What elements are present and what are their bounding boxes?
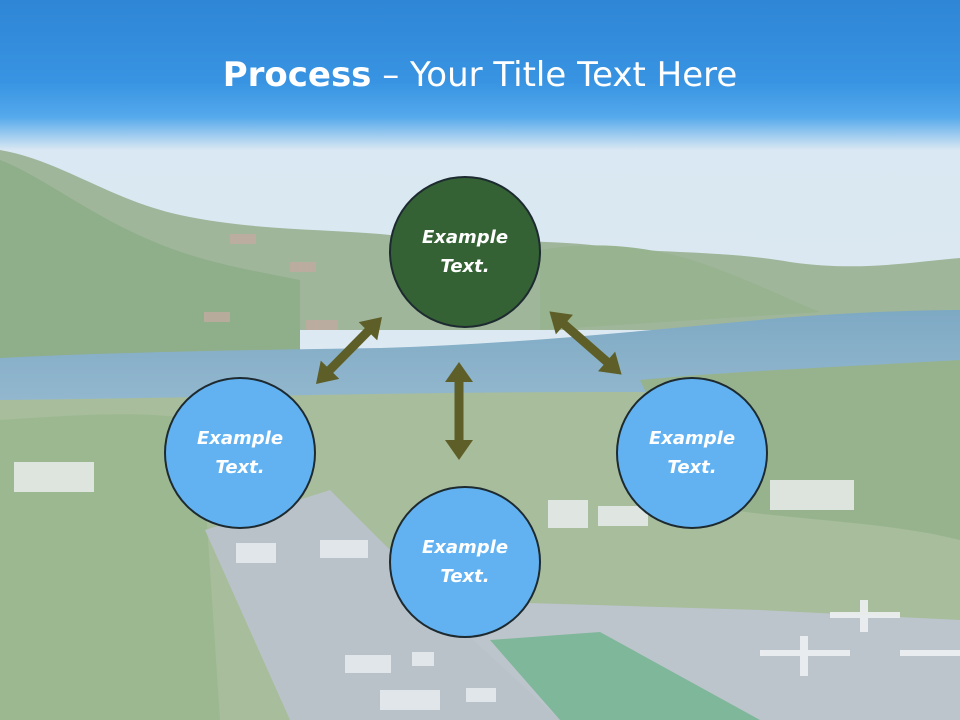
node-bottom-line1: Example [421,537,509,558]
arrow-vertical [445,362,473,460]
node-right-line1: Example [648,428,736,449]
node-bottom-line2: Text. [440,566,490,587]
arrow-top-right [549,311,622,375]
arrow-top-left [315,317,383,384]
node-right-line2: Text. [667,457,717,478]
node-left-line1: Example [196,428,284,449]
node-center-line2: Text. [440,256,490,277]
slide-title: Process – Your Title Text Here [0,52,960,98]
title-rest: – Your Title Text Here [371,55,738,95]
title-band [0,0,960,150]
title-bold: Process [222,55,372,95]
node-left-line2: Text. [215,457,265,478]
node-center-line1: Example [421,227,509,248]
